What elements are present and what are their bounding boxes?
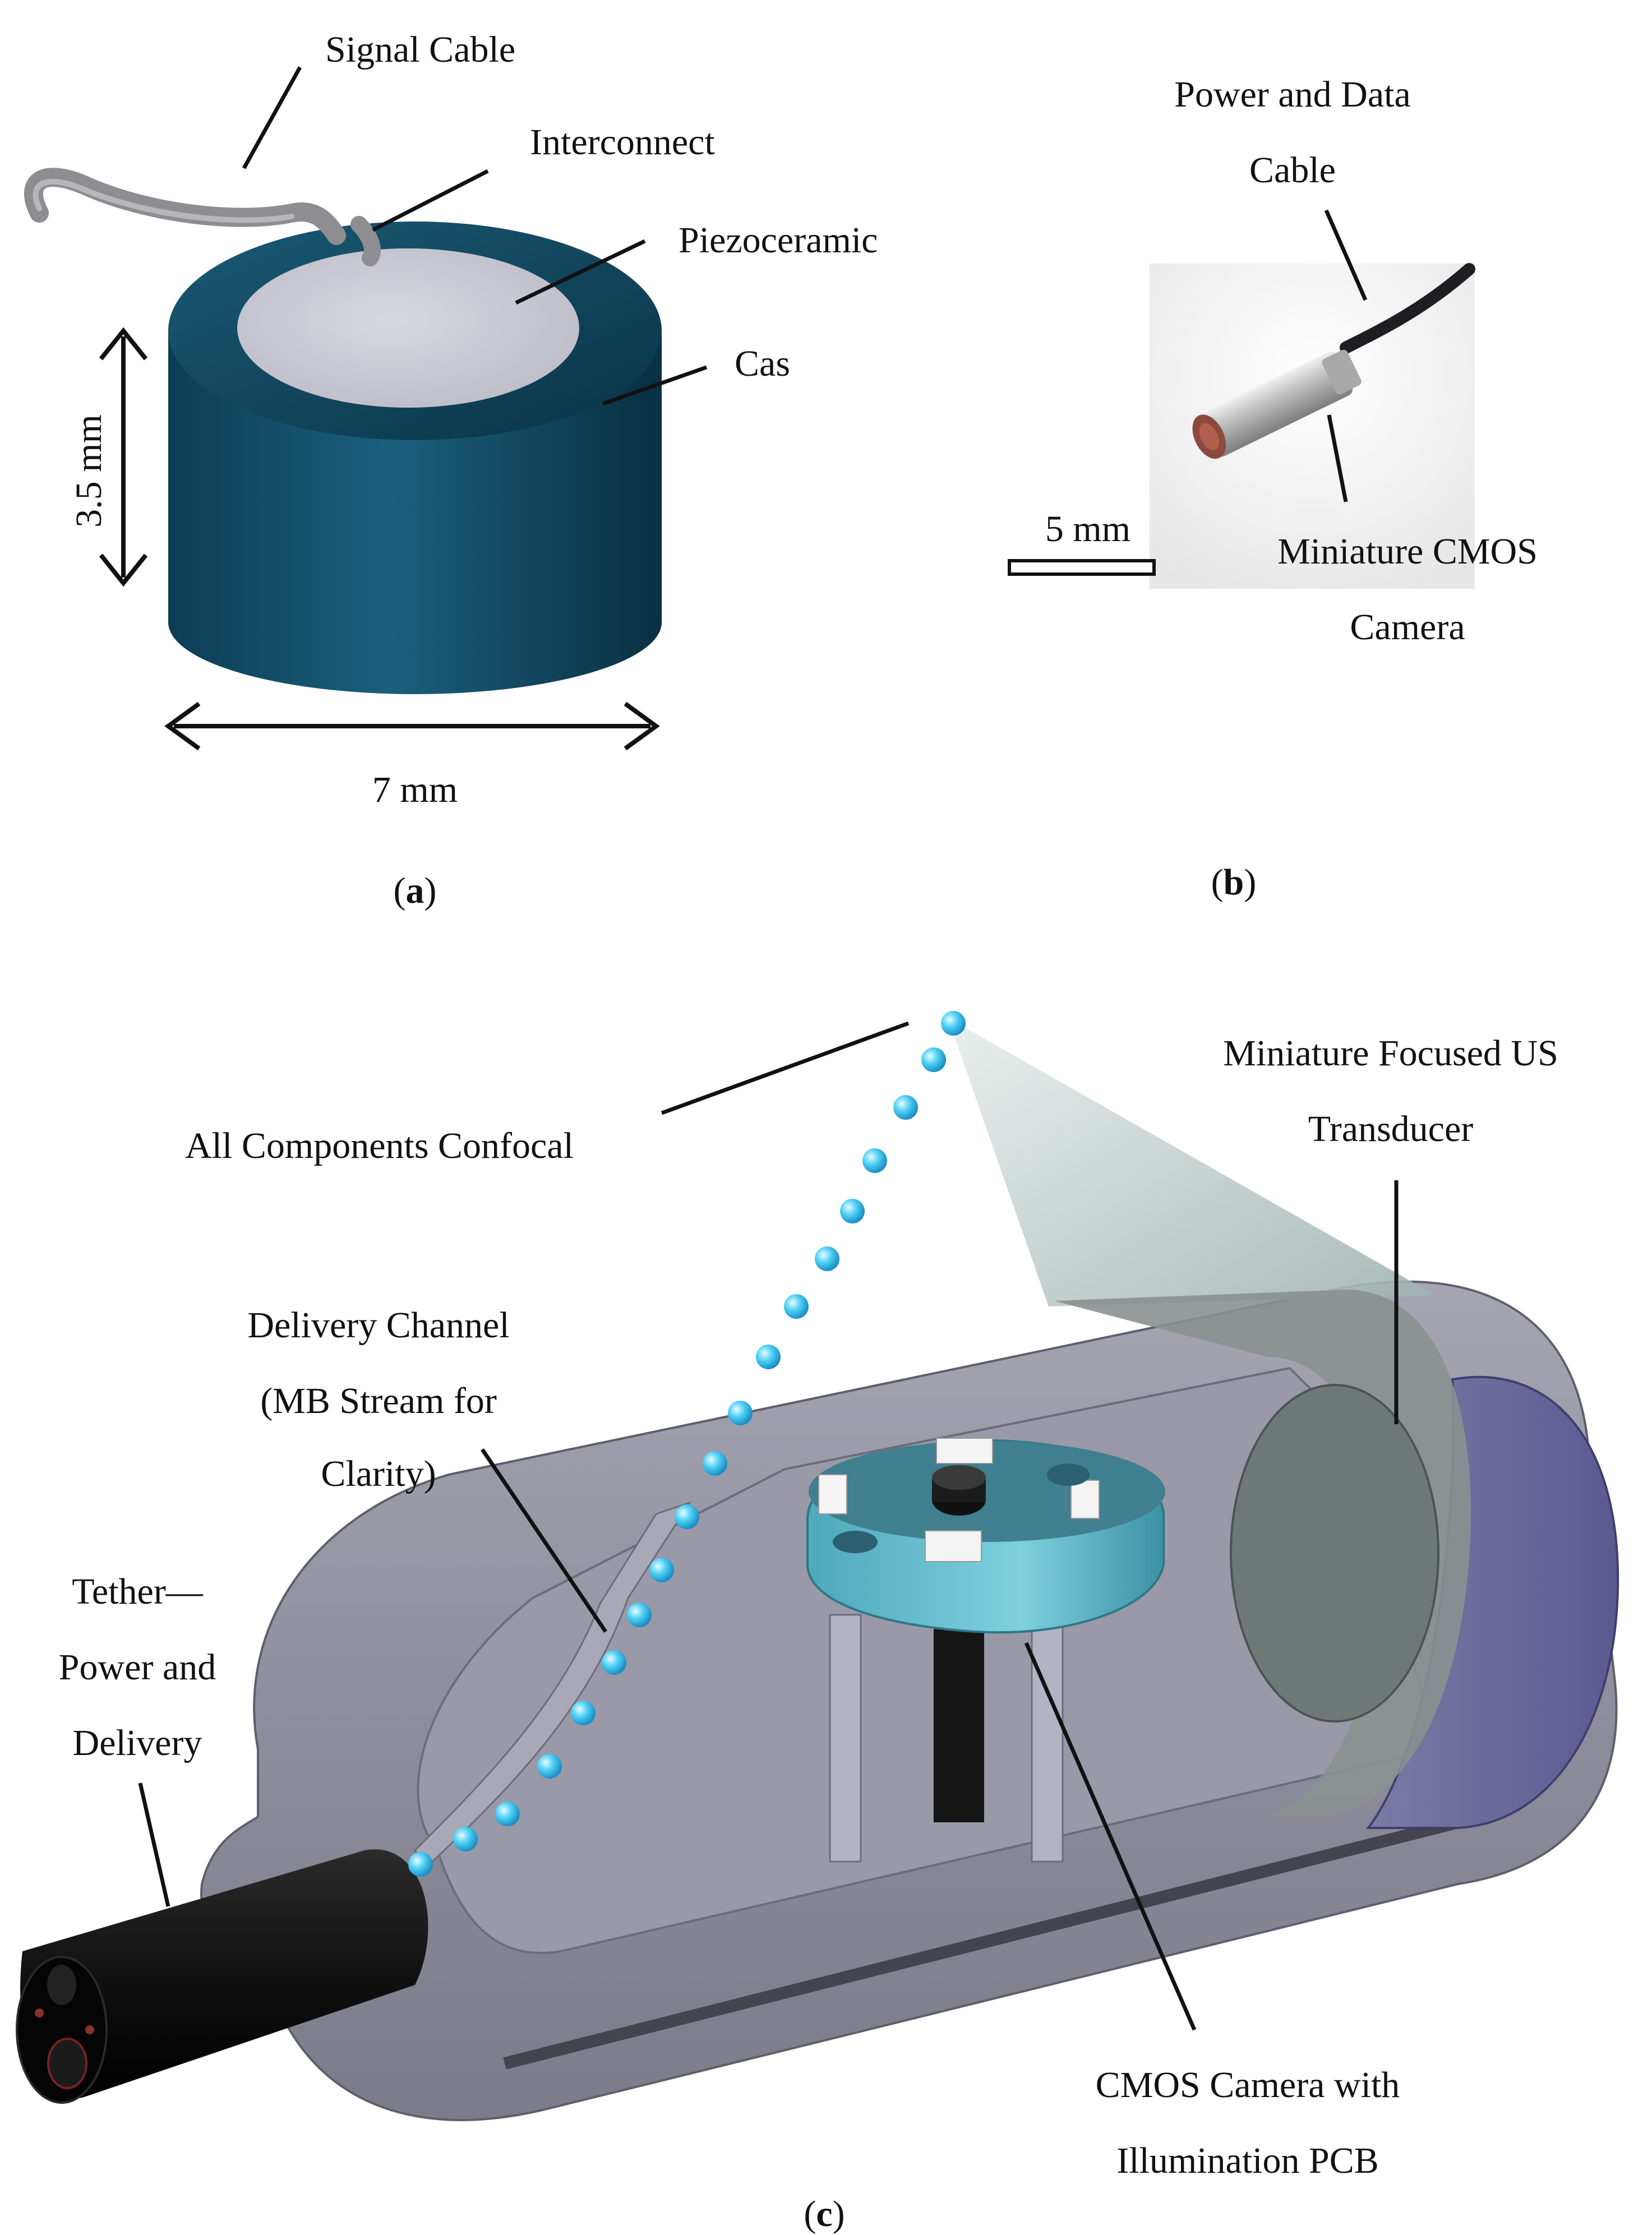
label-width: 7 mm	[372, 769, 458, 810]
microbubble	[571, 1701, 596, 1725]
microbubble	[602, 1650, 626, 1675]
leader-confocal	[661, 1021, 910, 1115]
label-delivery-line3: Clarity)	[321, 1453, 436, 1494]
label-camera-line2: Camera	[1350, 607, 1465, 648]
label-scale: 5 mm	[1045, 509, 1130, 549]
microbubble	[649, 1558, 674, 1582]
power-data-cable	[1340, 263, 1475, 354]
label-camera-line2: Illumination PCB	[1116, 2140, 1379, 2181]
label-camera-line1: CMOS Camera with	[1096, 2065, 1400, 2105]
delivery-channel	[414, 1501, 692, 1869]
width-dimension-arrow	[164, 701, 660, 751]
label-case: Cas	[735, 343, 790, 384]
leader-camera	[1327, 414, 1348, 502]
label-delivery-line1: Delivery Channel	[247, 1305, 509, 1346]
cmos-camera-body	[1192, 349, 1362, 459]
panel-a: Signal Cable Interconnect Piezoceramic C…	[24, 29, 878, 911]
microbubble	[408, 1852, 433, 1877]
interconnect	[350, 216, 381, 266]
leader-piezoceramic	[515, 239, 646, 305]
label-piezoceramic: Piezoceramic	[679, 220, 878, 261]
microbubble	[537, 1754, 562, 1779]
label-camera-line1: Miniature CMOS	[1277, 531, 1538, 572]
microbubble	[495, 1802, 520, 1826]
capsule-inner-groove	[503, 1811, 1482, 2070]
microbubble	[840, 1199, 865, 1223]
caption-c: (c)	[804, 2194, 845, 2234]
label-height: 3.5 mm	[68, 414, 109, 528]
label-cable-line2: Cable	[1249, 150, 1336, 191]
piezoceramic-disk	[237, 248, 579, 408]
caption-a: (a)	[394, 870, 437, 911]
height-dimension-arrow	[99, 327, 148, 587]
ultrasound-beam-cone	[948, 1018, 1436, 1306]
panel-b: Power and Data Cable 5 mm Miniature CMOS…	[1008, 74, 1538, 903]
microbubble	[941, 1011, 966, 1036]
label-tether-line2: Power and	[59, 1647, 216, 1688]
leader-signal-cable	[242, 66, 302, 169]
leader-interconnect	[372, 169, 489, 232]
camera-illumination-pcb	[806, 1438, 1165, 1863]
leader-cmos-camera	[1024, 1642, 1197, 2031]
signal-cable-highlight	[33, 179, 294, 223]
caption-b: (b)	[1211, 862, 1257, 903]
label-interconnect: Interconnect	[530, 122, 715, 163]
microbubble	[893, 1095, 918, 1120]
miniature-focused-us-transducer	[1054, 1290, 1619, 1829]
label-transducer-line2: Transducer	[1308, 1109, 1474, 1149]
leader-cable	[1324, 209, 1368, 301]
label-delivery-line2: (MB Stream for	[260, 1380, 497, 1421]
microbubble	[675, 1504, 699, 1529]
leader-tether	[138, 1783, 170, 1907]
panel-c: All Components Confocal Miniature Focuse…	[16, 1011, 1619, 2234]
microbubble	[453, 1827, 478, 1851]
label-cable-line1: Power and Data	[1174, 74, 1411, 115]
label-tether-line1: Tether—	[72, 1571, 204, 1612]
label-confocal: All Components Confocal	[185, 1125, 574, 1166]
microbubble	[703, 1451, 727, 1476]
tether	[16, 1849, 428, 2104]
leader-delivery	[481, 1448, 607, 1633]
label-tether-line3: Delivery	[73, 1723, 202, 1763]
scale-bar	[1008, 559, 1156, 576]
microbubble	[627, 1603, 652, 1627]
microbubble	[815, 1246, 839, 1271]
microbubble	[921, 1047, 946, 1072]
capsule-cutaway-floor	[417, 1366, 1437, 1955]
microbubble-stream	[408, 1011, 966, 1877]
microbubble	[756, 1345, 781, 1369]
microbubble	[862, 1148, 887, 1173]
label-transducer-line1: Miniature Focused US	[1223, 1033, 1558, 1074]
microbubble	[728, 1401, 753, 1425]
leader-case	[602, 365, 708, 406]
label-signal-cable: Signal Cable	[325, 29, 515, 70]
microbubble	[784, 1294, 809, 1319]
